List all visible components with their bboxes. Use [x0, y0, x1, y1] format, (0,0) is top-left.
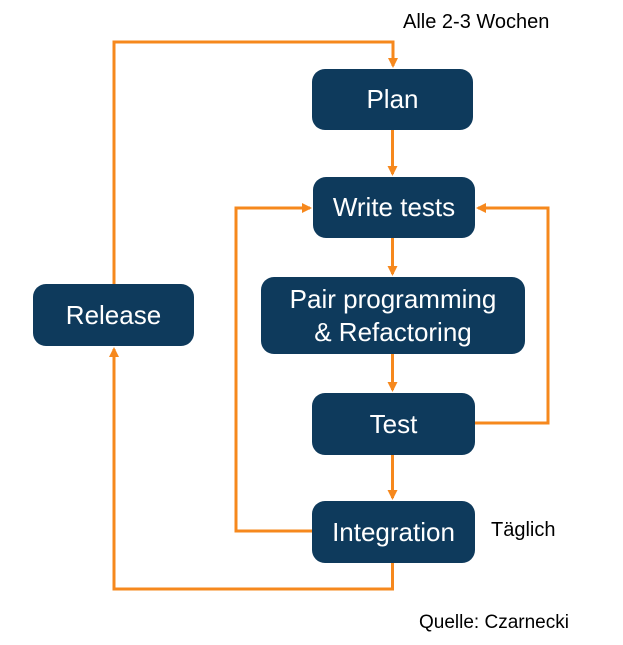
source-note: Quelle: Czarnecki — [419, 612, 569, 633]
node-pair-programming: Pair programming & Refactoring — [261, 277, 525, 354]
node-plan-label: Plan — [366, 84, 419, 115]
node-plan: Plan — [312, 69, 473, 130]
node-integration: Integration — [312, 501, 475, 563]
node-test: Test — [312, 393, 475, 455]
node-pair-programming-label-line1: Pair programming — [289, 284, 497, 314]
daily-note: Täglich — [491, 519, 556, 541]
node-pair-programming-label-line2: & Refactoring — [314, 316, 472, 347]
node-write-tests-label: Write tests — [332, 192, 456, 223]
node-test-label: Test — [369, 408, 418, 439]
node-integration-label: Integration — [332, 516, 455, 547]
node-write-tests: Write tests — [313, 177, 475, 238]
node-release-label: Release — [65, 299, 162, 330]
node-release: Release — [33, 284, 194, 346]
arrow-integration-to-write-tests — [234, 203, 312, 533]
cycle-interval-note: Alle 2-3 Wochen — [403, 11, 550, 33]
